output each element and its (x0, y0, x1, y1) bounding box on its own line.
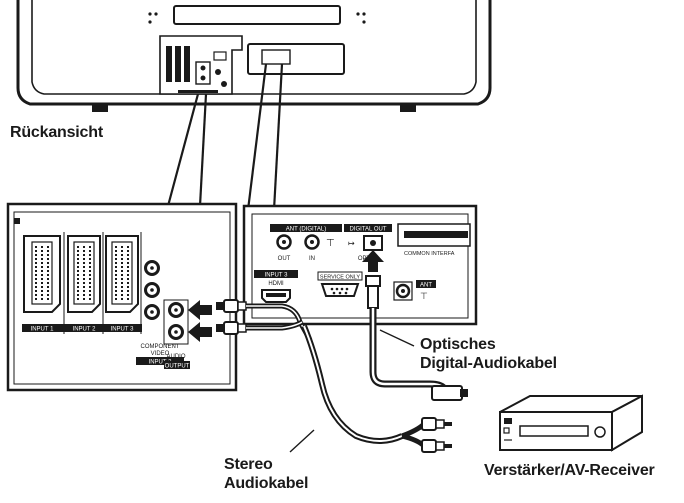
rca-plug-top-right (421, 417, 452, 431)
component-video-line-1: COMPONENT (141, 344, 180, 350)
ant-digital-in-label: IN (309, 256, 315, 262)
plug-in-arrow-left (188, 300, 212, 320)
tv-terminal-area (159, 35, 345, 95)
av-receiver (499, 394, 643, 452)
hdmi-label-line-1: INPUT 3 (265, 273, 289, 279)
tv-rear (16, 0, 492, 112)
common-interface-label: COMMON INTERFA (404, 251, 455, 257)
ant-digital-in-jack (304, 234, 320, 250)
scart-label-input-1: INPUT 1 (31, 327, 55, 333)
hdmi-port (261, 289, 291, 303)
stereo-audio-cable (216, 299, 452, 453)
optical-out-port (363, 235, 383, 251)
optical-cable-label-line-1: Optisches (420, 336, 496, 353)
ant-digital-out-jack (276, 234, 292, 250)
receiver-label: Verstärker/AV-Receiver (484, 462, 655, 479)
service-port (320, 283, 360, 297)
ant-analog-label: ANT (420, 283, 432, 289)
svg-text:↦: ↦ (348, 239, 355, 248)
digital-out-label: DIGITAL OUT (349, 227, 386, 233)
stereo-cable-label-line-1: Stereo (224, 456, 273, 473)
rca-plug-bottom-right (421, 439, 452, 453)
scart-label-bar (22, 324, 142, 332)
scart-input-3 (105, 235, 139, 313)
zoom-leader-lines (166, 63, 284, 211)
audio-output-line-1: AUDIO (166, 354, 185, 360)
scart-input-1 (23, 235, 61, 313)
digital-opt-label: OPT (358, 256, 371, 262)
service-only-label: SERVICE ONLY (320, 275, 360, 281)
component-video-line-2: VIDEO (151, 351, 170, 357)
svg-text:⊤: ⊤ (420, 291, 428, 301)
optical-plug-arrow (362, 250, 384, 272)
svg-text:⊤: ⊤ (326, 238, 335, 249)
scart-label-input-2: INPUT 2 (73, 327, 97, 333)
rca-plug-bottom-left (216, 321, 247, 335)
scart-label-input-3: INPUT 3 (111, 327, 135, 333)
component-video-line-3: INPUT 2 (149, 360, 173, 366)
right-terminal-panel: ANT (DIGITAL) OUT IN ⊤ DIGITAL OUT OPT ↦… (242, 204, 478, 326)
common-interface-slot (397, 223, 471, 247)
optical-cable (365, 275, 468, 401)
rear-view-label: Rückansicht (10, 124, 103, 141)
optical-cable-label-line-2: Digital-Audiokabel (420, 355, 557, 372)
stereo-cable-label-line-2: Audiokabel (224, 475, 309, 492)
audio-output-line-2: OUTPUT (165, 364, 190, 370)
ant-digital-label: ANT (DIGITAL) (286, 227, 326, 233)
left-terminal-panel: INPUT 1 INPUT 2 INPUT 3 COMPONENT VIDEO … (6, 202, 238, 392)
plug-in-arrow-right (188, 322, 212, 342)
ant-analog-jack (393, 281, 413, 301)
ant-digital-out-label: OUT (278, 256, 291, 262)
hdmi-label-line-2: HDMI (268, 281, 284, 287)
scart-input-2 (67, 235, 101, 313)
component-video-jacks (144, 260, 160, 320)
audio-output-jacks (163, 299, 189, 345)
